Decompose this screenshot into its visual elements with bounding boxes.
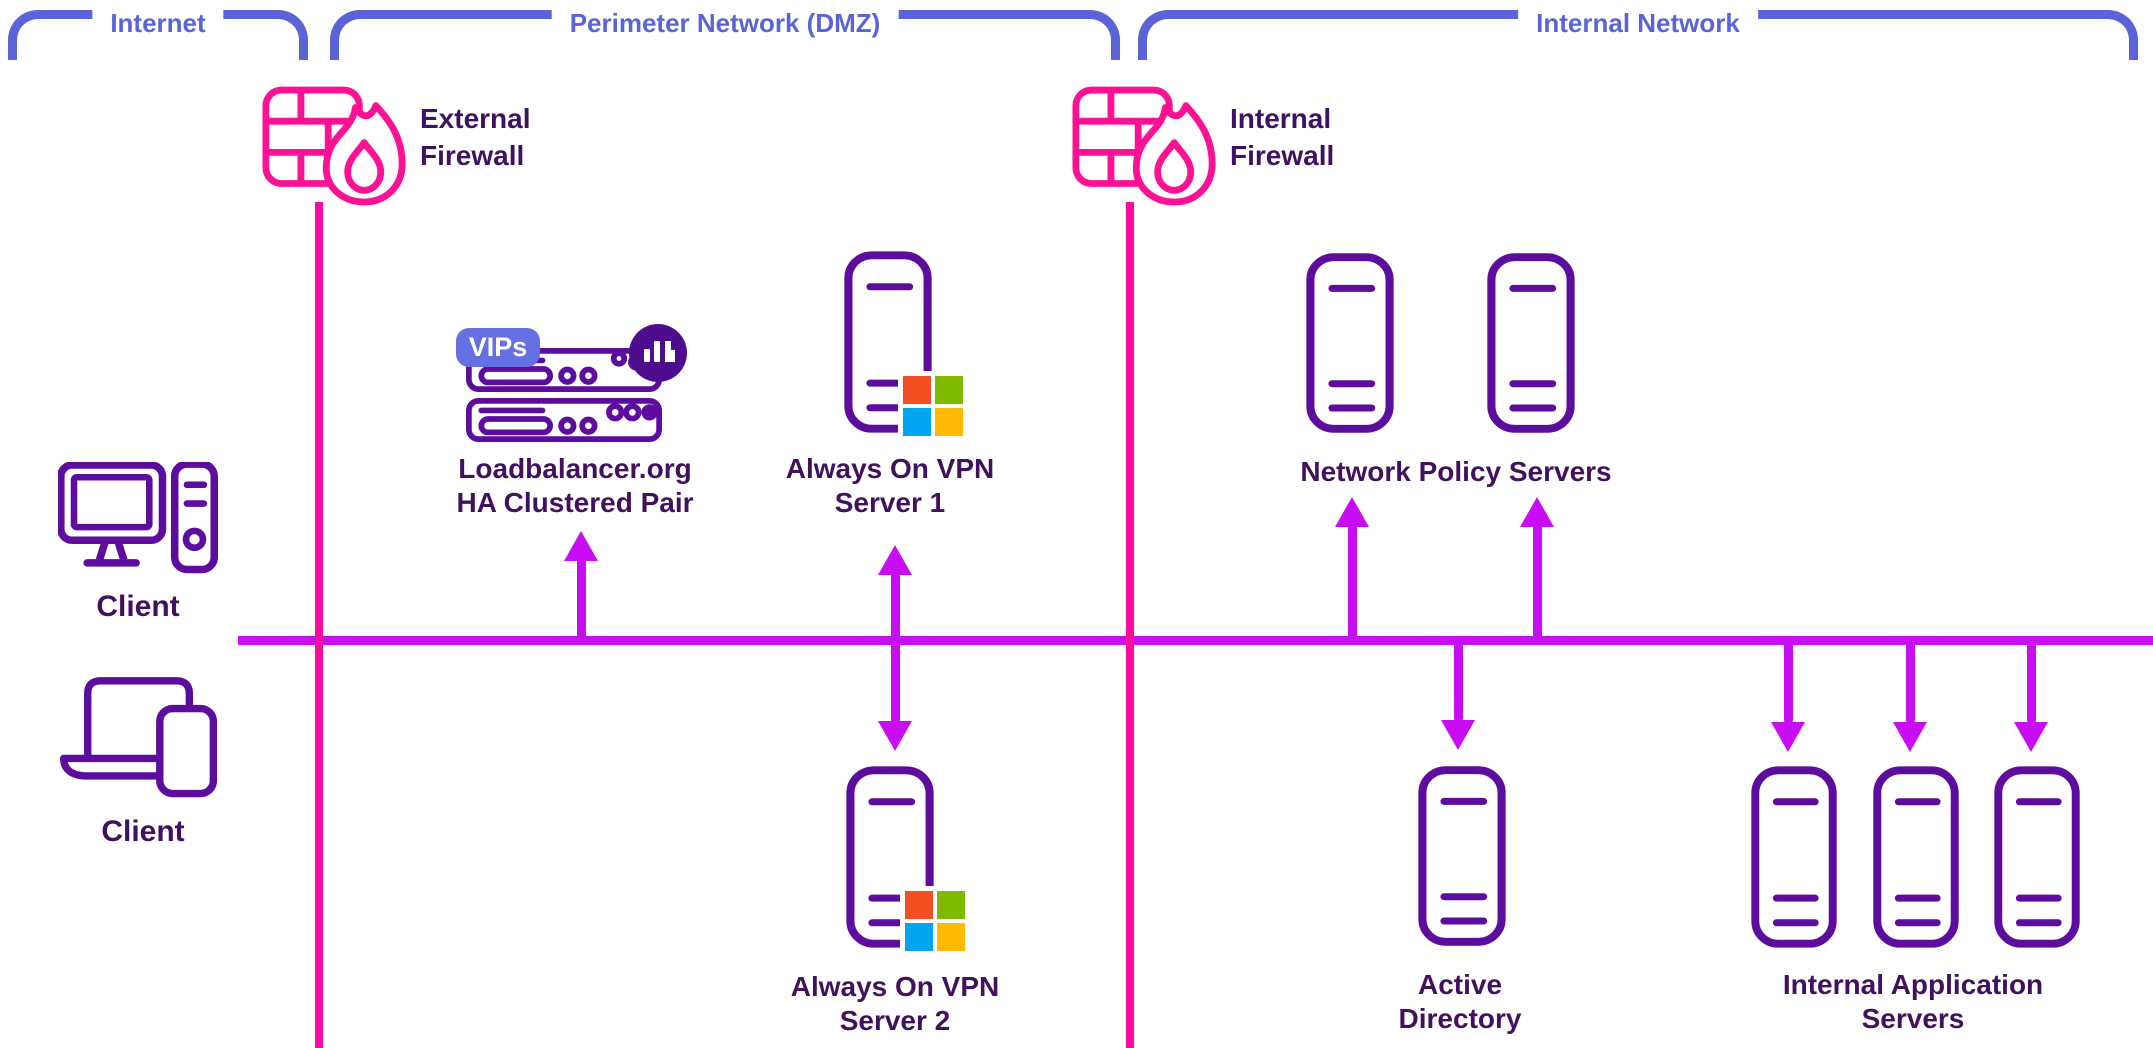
ms-logo-green-square <box>937 891 965 919</box>
arrow-stem-app-1 <box>1784 642 1793 724</box>
vips-badge-text: VIPs <box>468 332 528 362</box>
arrow-up-nps-1 <box>1335 497 1369 527</box>
vpn-server-2-label-line2: Server 2 <box>839 1005 951 1036</box>
app-server-1-icon <box>1751 766 1837 948</box>
client-laptop-label: Client <box>73 815 213 849</box>
loadbalancer-label: Loadbalancer.org HA Clustered Pair <box>425 452 725 520</box>
vpn-server-1-label-line1: Always On VPN <box>785 453 995 484</box>
arrow-up-vpn-server-1 <box>878 545 912 575</box>
internal-firewall-line <box>1126 202 1134 1048</box>
arrow-down-app-server-1 <box>1771 722 1805 752</box>
active-directory-label-line1: Active <box>1417 969 1503 1000</box>
app-server-2-icon <box>1873 766 1959 948</box>
zone-label-internal: Internal Network <box>1518 5 1758 42</box>
zone-label-dmz: Perimeter Network (DMZ) <box>551 5 899 42</box>
ms-logo-red-square <box>905 891 933 919</box>
ms-logo-yellow-square <box>935 408 963 436</box>
external-firewall-label: External Firewall <box>420 100 531 174</box>
arrow-stem-loadbalancer <box>577 558 586 640</box>
external-firewall-label-line2: Firewall <box>420 140 525 171</box>
microsoft-logo-icon <box>900 886 970 956</box>
arrow-stem-nps-1 <box>1348 524 1357 640</box>
nps-server-1-icon <box>1306 253 1394 433</box>
ms-logo-green-square <box>935 376 963 404</box>
client-desktop-icon <box>58 462 218 574</box>
arrow-down-app-server-2 <box>1893 722 1927 752</box>
zone-bracket-internet: Internet <box>8 5 308 60</box>
client-laptop-label-text: Client <box>101 815 185 848</box>
arrow-down-active-directory <box>1441 720 1475 750</box>
loadbalancer-appliance-2-icon <box>466 398 662 442</box>
arrow-stem-app-3 <box>2027 642 2036 724</box>
vpn-server-2-label-line1: Always On VPN <box>790 971 1000 1002</box>
arrow-stem-app-2 <box>1906 642 1915 724</box>
vpn-server-1-label-line2: Server 1 <box>834 487 946 518</box>
active-directory-label: Active Directory <box>1330 968 1590 1036</box>
internal-firewall-label: Internal Firewall <box>1230 100 1334 174</box>
active-directory-label-line2: Directory <box>1398 1003 1522 1034</box>
vips-badge: VIPs <box>456 328 540 367</box>
arrow-stem-vpn <box>891 572 900 724</box>
arrow-down-app-server-3 <box>2014 722 2048 752</box>
ms-logo-blue-square <box>905 923 933 951</box>
vpn-server-2-label: Always On VPN Server 2 <box>765 970 1025 1038</box>
active-directory-icon <box>1418 766 1506 946</box>
app-servers-label-line2: Servers <box>1861 1003 1965 1034</box>
loadbalancer-label-line2: HA Clustered Pair <box>456 487 694 518</box>
app-servers-label: Internal Application Servers <box>1763 968 2063 1036</box>
arrow-down-vpn-server-2 <box>878 721 912 751</box>
client-desktop-label: Client <box>68 590 208 624</box>
internal-firewall-label-line2: Firewall <box>1230 140 1335 171</box>
arrow-stem-nps-2 <box>1533 524 1542 640</box>
zone-label-internet: Internet <box>92 5 224 42</box>
nps-server-2-icon <box>1487 253 1575 433</box>
nps-label-text: Network Policy Servers <box>1300 456 1612 487</box>
client-laptop-icon <box>59 677 218 798</box>
arrow-up-nps-2 <box>1520 497 1554 527</box>
app-server-3-icon <box>1994 766 2080 948</box>
ms-logo-blue-square <box>903 408 931 436</box>
ms-logo-red-square <box>903 376 931 404</box>
loadbalancer-logo-icon <box>629 324 687 382</box>
network-bus-line <box>238 636 2153 645</box>
vpn-server-1-label: Always On VPN Server 1 <box>760 452 1020 520</box>
zone-bracket-dmz: Perimeter Network (DMZ) <box>330 5 1120 60</box>
external-firewall-icon <box>262 86 406 206</box>
app-servers-label-line1: Internal Application <box>1782 969 2044 1000</box>
arrow-stem-ad <box>1454 642 1463 722</box>
external-firewall-label-line1: External <box>420 103 531 134</box>
zone-bracket-internal: Internal Network <box>1138 5 2138 60</box>
loadbalancer-label-line1: Loadbalancer.org <box>458 453 692 484</box>
microsoft-logo-icon <box>898 371 968 441</box>
nps-label: Network Policy Servers <box>1286 455 1626 489</box>
external-firewall-line <box>315 202 323 1048</box>
arrow-up-loadbalancer <box>564 531 598 561</box>
client-desktop-label-text: Client <box>96 590 180 623</box>
internal-firewall-label-line1: Internal <box>1230 103 1332 134</box>
ms-logo-yellow-square <box>937 923 965 951</box>
internal-firewall-icon <box>1072 86 1216 206</box>
